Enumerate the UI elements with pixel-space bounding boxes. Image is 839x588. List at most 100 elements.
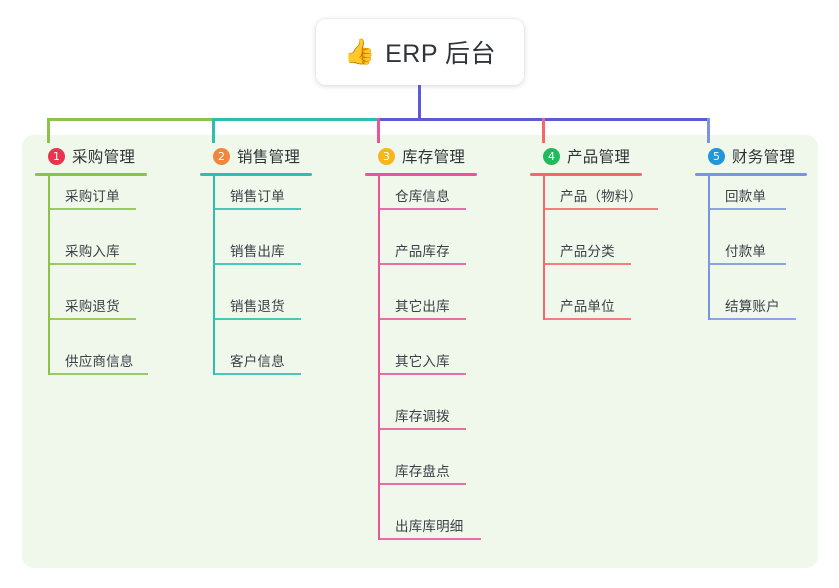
leaf-item-rule xyxy=(708,208,786,210)
leaf-item-rule xyxy=(378,208,466,210)
leaf-item-rule xyxy=(378,538,481,540)
leaf-item-rule xyxy=(213,373,301,375)
leaf-item-rule xyxy=(48,318,136,320)
branch-header-3[interactable]: 3 库存管理 xyxy=(365,143,465,169)
leaf-item-label: 销售退货 xyxy=(230,299,285,314)
branch-drop-1 xyxy=(47,118,50,143)
leaf-item[interactable]: 采购订单 xyxy=(48,176,140,210)
bus-segment-1 xyxy=(47,118,213,121)
leaf-item[interactable]: 产品分类 xyxy=(543,231,635,265)
leaf-item-label: 供应商信息 xyxy=(65,354,134,369)
branch-drop-4 xyxy=(542,118,545,143)
branch-badge-4: 4 xyxy=(543,147,560,165)
leaf-item-rule xyxy=(708,318,796,320)
root-node-content: 👍 ERP 后台 xyxy=(344,34,496,70)
root-trunk-line xyxy=(418,85,421,121)
leaf-item-label: 产品分类 xyxy=(560,244,615,259)
leaf-item[interactable]: 其它出库 xyxy=(378,286,470,320)
leaf-item[interactable]: 销售订单 xyxy=(213,176,305,210)
branch-title-3: 库存管理 xyxy=(402,149,466,166)
leaf-item[interactable]: 出库库明细 xyxy=(378,506,485,540)
leaf-item-rule xyxy=(378,318,466,320)
branch-column-5: 5 财务管理回款单付款单结算账户 xyxy=(695,143,807,320)
branch-spine-4 xyxy=(543,176,545,320)
branch-drop-2 xyxy=(212,118,215,143)
branch-column-3: 3 库存管理仓库信息产品库存其它出库其它入库库存调拨库存盘点出库库明细 xyxy=(365,143,481,540)
leaf-item-rule xyxy=(378,483,466,485)
branch-column-2: 2 销售管理销售订单销售出库销售退货客户信息 xyxy=(200,143,312,375)
leaf-item-label: 回款单 xyxy=(725,189,767,204)
branch-badge-3: 3 xyxy=(378,147,395,165)
leaf-item-label: 库存调拨 xyxy=(395,409,450,424)
leaf-item-rule xyxy=(48,208,136,210)
leaf-item-label: 客户信息 xyxy=(230,354,285,369)
root-node-title: ERP 后台 xyxy=(385,40,497,68)
leaf-item-rule xyxy=(543,263,631,265)
leaf-item[interactable]: 客户信息 xyxy=(213,341,305,375)
leaf-item-label: 采购入库 xyxy=(65,244,120,259)
branch-header-rule-1 xyxy=(35,173,147,176)
leaf-item-label: 采购订单 xyxy=(65,189,120,204)
leaf-item[interactable]: 结算账户 xyxy=(708,286,800,320)
leaf-item-label: 产品单位 xyxy=(560,299,615,314)
leaf-item[interactable]: 产品库存 xyxy=(378,231,470,265)
diagram-background-panel xyxy=(22,135,818,568)
branch-drop-3 xyxy=(377,118,380,143)
leaf-item[interactable]: 产品（物料） xyxy=(543,176,662,210)
branch-badge-2: 2 xyxy=(213,147,230,165)
leaf-item-label: 结算账户 xyxy=(725,299,780,314)
thumbs-up-icon: 👍 xyxy=(343,37,376,66)
leaf-item-label: 其它出库 xyxy=(395,299,450,314)
leaf-item-rule xyxy=(708,263,786,265)
branch-header-1[interactable]: 1 采购管理 xyxy=(35,143,135,169)
leaf-item-label: 产品（物料） xyxy=(560,189,643,204)
branch-header-2[interactable]: 2 销售管理 xyxy=(200,143,300,169)
branch-header-5[interactable]: 5 财务管理 xyxy=(695,143,795,169)
leaf-item[interactable]: 付款单 xyxy=(708,231,790,265)
branch-spine-1 xyxy=(48,176,50,375)
branch-header-4[interactable]: 4 产品管理 xyxy=(530,143,630,169)
leaf-item[interactable]: 仓库信息 xyxy=(378,176,470,210)
branch-title-5: 财务管理 xyxy=(732,149,796,166)
branch-spine-2 xyxy=(213,176,215,375)
branch-badge-1: 1 xyxy=(48,147,65,165)
leaf-item[interactable]: 库存盘点 xyxy=(378,451,470,485)
branch-title-2: 销售管理 xyxy=(237,149,301,166)
root-node-erp-backend[interactable]: 👍 ERP 后台 xyxy=(316,19,524,85)
leaf-item-label: 销售订单 xyxy=(230,189,285,204)
branch-spine-5 xyxy=(708,176,710,320)
leaf-item[interactable]: 销售退货 xyxy=(213,286,305,320)
leaf-item-label: 出库库明细 xyxy=(395,519,464,534)
leaf-item[interactable]: 库存调拨 xyxy=(378,396,470,430)
leaf-item[interactable]: 销售出库 xyxy=(213,231,305,265)
branch-title-4: 产品管理 xyxy=(567,149,631,166)
leaf-item-label: 采购退货 xyxy=(65,299,120,314)
leaf-item-rule xyxy=(48,263,136,265)
branch-header-rule-2 xyxy=(200,173,312,176)
bus-segment-2 xyxy=(212,118,378,121)
leaf-item[interactable]: 供应商信息 xyxy=(48,341,152,375)
branch-header-rule-4 xyxy=(530,173,642,176)
leaf-item-rule xyxy=(378,373,466,375)
branch-column-4: 4 产品管理产品（物料） 产品分类产品单位 xyxy=(530,143,658,320)
leaf-item-label: 库存盘点 xyxy=(395,464,450,479)
leaf-item-rule xyxy=(378,263,466,265)
leaf-item[interactable]: 回款单 xyxy=(708,176,790,210)
branch-badge-5: 5 xyxy=(708,147,725,165)
leaf-item-rule xyxy=(543,208,658,210)
leaf-item-rule xyxy=(213,208,301,210)
leaf-item-label: 其它入库 xyxy=(395,354,450,369)
leaf-item[interactable]: 产品单位 xyxy=(543,286,635,320)
branch-column-1: 1 采购管理采购订单采购入库采购退货供应商信息 xyxy=(35,143,148,375)
branch-header-rule-5 xyxy=(695,173,807,176)
leaf-item-label: 付款单 xyxy=(725,244,767,259)
leaf-item-label: 产品库存 xyxy=(395,244,450,259)
leaf-item[interactable]: 其它入库 xyxy=(378,341,470,375)
leaf-item-rule xyxy=(213,263,301,265)
leaf-item[interactable]: 采购退货 xyxy=(48,286,140,320)
branch-header-rule-3 xyxy=(365,173,477,176)
branch-title-1: 采购管理 xyxy=(72,149,136,166)
branch-spine-3 xyxy=(378,176,380,540)
leaf-item[interactable]: 采购入库 xyxy=(48,231,140,265)
